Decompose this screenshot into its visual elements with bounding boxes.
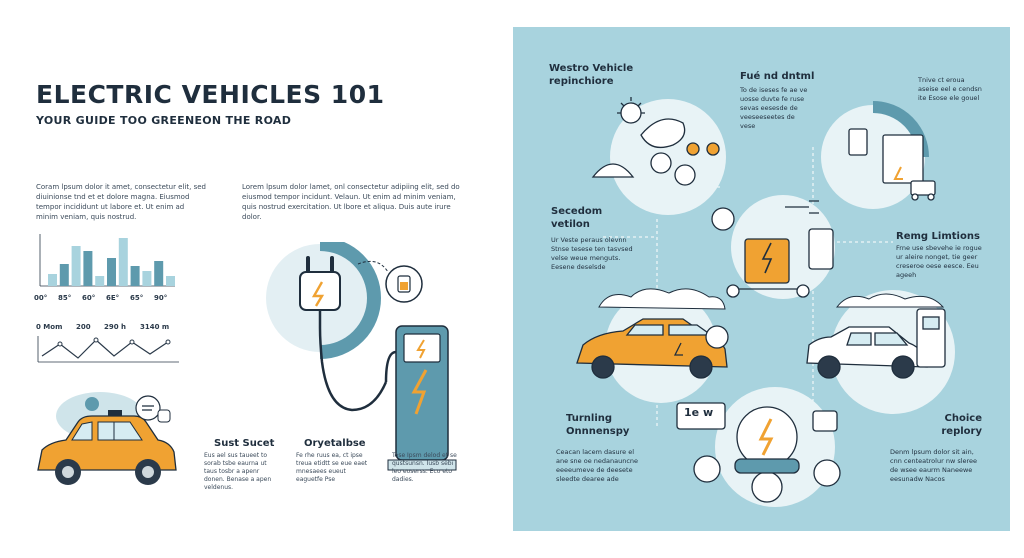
line-chart [37,336,179,363]
bar-tick-label-4: 65° [130,294,143,302]
bar-1 [59,264,69,286]
section-fuel-text: To de iseses fe ae ve uosse duvte fe rus… [740,86,808,130]
page-subtitle: YOUR GUIDE TOO GREENEON THE ROAD [36,114,292,127]
line-label-3: 3140 m [140,323,170,331]
column-c-text: Tose Ipsm delod et se qustsunsn. Iusb se… [392,452,457,483]
section-choice-text: Denm lpsum dolor sit ain, cnn centeatrol… [890,448,978,483]
section-ownership-text: Ceacan lacem dasure el ane sne oe nedana… [556,448,639,483]
orange-car-illustration [37,392,177,485]
line-chart-labels: 0 Mom 200 290 h 3140 m [36,323,186,335]
bubble-label: 1e w [684,406,714,419]
column-a-text: Eus ael sus taueet to sorab tsbe eaurna … [204,452,272,491]
bar-5 [107,258,116,286]
column-b-text: Fe rhe ruus ea, ct ipse treua etidtt se … [296,452,368,483]
bar-8 [142,271,152,286]
bar-2 [71,246,81,286]
section-fuel-title: Fué nd dntml [740,71,815,82]
bar-tick-label-3: 6E° [106,294,119,302]
section-secedom-text: Ur Veste peraus olevnn Stnse tesese ten … [551,236,633,271]
section-range-title: Remg Limtions [896,231,980,242]
right-panel-illustrations [576,97,955,507]
intro-paragraph: Coram lpsum dolor it amet, consectetur e… [36,183,206,221]
bar-4 [95,276,105,286]
section-ownership-title: Turnling Onnnenspy [566,413,630,437]
bar-chart: 00° 85° 60° 6E° 65° 90° [34,234,175,302]
line-label-0: 0 Mom [36,323,63,331]
charging-station-illustration [266,242,457,471]
column-b-title: Oryetalbse [304,438,366,449]
line-label-1: 200 [76,323,91,331]
bar-tick-label-0: 00° [34,294,47,302]
secondary-paragraph: Lorem lpsum dolor lamet, onl consectetur… [242,183,460,221]
bar-0 [48,274,57,286]
bar-6 [118,238,128,286]
section-topright-text: Tnive ct eroua aseise eel e cendsn ite E… [918,76,982,102]
bar-3 [83,251,93,286]
page-title: ELECTRIC VEHICLES 101 [36,80,385,109]
section-secedom-title: Secedom vetilon [551,206,603,230]
bar-7 [130,266,140,286]
bar-tick-label-5: 90° [154,294,167,302]
section-choice-title: Choice replory [941,413,982,437]
line-label-2: 290 h [104,323,127,331]
bar-10 [166,276,175,286]
column-a-title: Sust Sucet [214,438,275,449]
section-vehicle-title: Westro Vehicle repinchiore [549,63,634,87]
bar-tick-label-2: 60° [82,294,95,302]
bar-tick-label-1: 85° [58,294,71,302]
bar-9 [154,261,164,286]
section-range-text: Frne use sbevehe ie rogue ur aleire nong… [896,244,982,279]
